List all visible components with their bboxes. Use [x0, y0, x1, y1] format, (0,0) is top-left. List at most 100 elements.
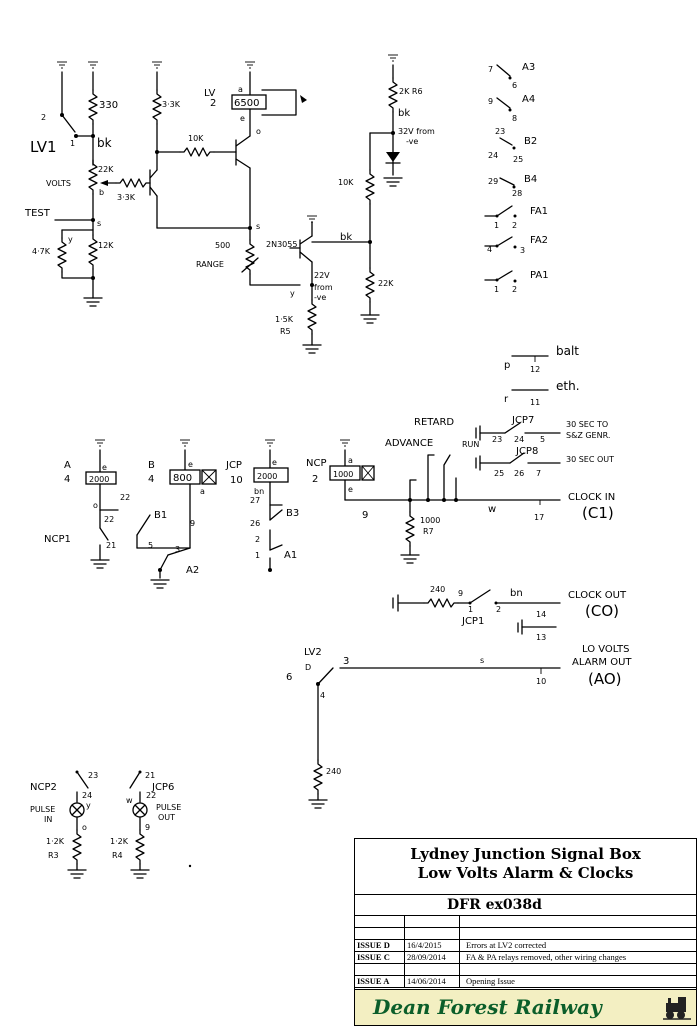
n26-label: 26	[250, 519, 260, 528]
a1-switch-label: A1	[284, 550, 297, 561]
relay-a-o: o	[93, 501, 98, 510]
o-c-label: o	[82, 823, 87, 832]
n9c-label: 9	[458, 589, 463, 598]
r5-label: R5	[280, 327, 291, 336]
revision-issue: ISSUE C	[355, 952, 405, 963]
w2-label: w	[126, 796, 133, 805]
revision-issue: ISSUE D	[355, 940, 405, 951]
n5-label: 5	[148, 541, 153, 550]
test-label: TEST	[24, 208, 51, 219]
run-label: RUN	[462, 440, 479, 449]
b2-label: B2	[524, 136, 537, 147]
n12-label: 12	[530, 365, 540, 374]
r10k-b-label: 10K	[338, 178, 354, 187]
relay-jcp-name: JCP	[225, 460, 242, 471]
lv2-label: LV2	[304, 647, 322, 658]
v32-label: 32V from	[398, 127, 435, 136]
p-label: p	[504, 360, 510, 371]
w-label: w	[488, 504, 496, 515]
y2-label: y	[290, 289, 295, 298]
pa1-label: PA1	[530, 270, 549, 281]
revision-row: ISSUE C 28/09/2014 FA & PA relays remove…	[355, 952, 696, 964]
sec30-b-label: 30 SEC OUT	[566, 455, 614, 464]
ncp1-label: NCP1	[44, 534, 71, 545]
supply-terminals: p 12 balt r 11 eth.	[504, 344, 580, 407]
revision-row: ISSUE A 14/06/2014 Opening Issue	[355, 976, 696, 988]
r22k-b-label: 22K	[378, 279, 394, 288]
n14-label: 14	[536, 610, 546, 619]
jcp8-label: JCP8	[515, 446, 538, 457]
title-line-1: Lydney Junction Signal Box	[410, 845, 641, 863]
a4-n1: 9	[488, 97, 493, 106]
jcp7-label: JCP7	[511, 415, 534, 426]
b2-n3: 25	[513, 155, 523, 164]
y1-label: y	[68, 235, 73, 244]
n21-label: 21	[106, 541, 116, 550]
relay-b-a: a	[200, 487, 205, 496]
lv1-pin1: 1	[70, 139, 75, 148]
n9b-label: 9	[362, 510, 368, 521]
c1-label: (C1)	[582, 504, 614, 522]
n1b-label: 1	[468, 605, 473, 614]
revision-note: Opening Issue	[466, 976, 515, 986]
jcp7-n3: 5	[540, 435, 545, 444]
bk-label-1: bk	[97, 136, 112, 150]
lo-volts-label: LO VOLTS	[582, 644, 629, 655]
volts-label: VOLTS	[46, 179, 71, 188]
v22-ve-label: -ve	[314, 293, 326, 302]
n27-label: 27	[250, 496, 260, 505]
r-label: r	[504, 394, 509, 405]
r500-label: 500	[215, 241, 230, 250]
jcp8-n3: 7	[536, 469, 541, 478]
a4-n2: 8	[512, 114, 517, 123]
detector-circuit: LV 2 a 6500 e o 3·3K 10K s 500 RANGE	[149, 61, 307, 286]
coil-a-label: a	[238, 85, 243, 94]
clock-out-circuit: 240 9 bn 14 JCP1 1 2 13 CLOCK OUT (CO)	[392, 585, 627, 642]
n11-label: 11	[530, 398, 540, 407]
relay-b-value: 800	[173, 473, 192, 484]
revision-date: 16/4/2015	[405, 940, 460, 951]
r33k-a-label: 3·3K	[117, 193, 136, 202]
fa1-n1: 1	[494, 221, 499, 230]
n9d-label: 9	[145, 823, 150, 832]
b2-n1: 23	[495, 127, 505, 136]
advance-label: ADVANCE	[385, 438, 433, 449]
r240b-label: 240	[326, 767, 341, 776]
eth-label: eth.	[556, 379, 580, 393]
n3b-label: 3	[343, 656, 349, 667]
r240a-label: 240	[430, 585, 445, 594]
relay-b-name: B	[148, 460, 155, 471]
v22-from-label: from	[314, 283, 333, 292]
n22c-label: 22	[146, 791, 156, 800]
lo-volts-circuit: LV2 6 D 3 4 s 10 LO VOLTS ALARM OUT (AO)…	[286, 644, 632, 809]
v22-label: 22V	[314, 271, 330, 280]
a3-n2: 6	[512, 81, 517, 90]
relay-ncp-e: e	[348, 485, 353, 494]
b4-label: B4	[524, 174, 537, 185]
clock-out-label: CLOCK OUT	[568, 590, 627, 601]
jcp7-n1: 23	[492, 435, 502, 444]
coil-e-label: e	[240, 114, 245, 123]
title-block: Lydney Junction Signal Box Low Volts Ala…	[354, 838, 697, 1026]
b3-label: B3	[286, 508, 299, 519]
zener-diode-icon	[386, 152, 400, 162]
organisation-name: Dean Forest Railway	[373, 995, 602, 1019]
revision-date: 28/09/2014	[405, 952, 460, 963]
n13-label: 13	[536, 633, 546, 642]
r12k-c-label: 1·2K	[46, 837, 65, 846]
b1-label: B1	[154, 510, 167, 521]
fa2-n2: 3	[520, 246, 525, 255]
drawing-title: Lydney Junction Signal Box Low Volts Ala…	[355, 839, 696, 895]
locomotive-icon	[663, 997, 691, 1020]
pa1-n2: 2	[512, 285, 517, 294]
a2-label: A2	[186, 565, 199, 576]
lamp-icon	[69, 802, 85, 818]
ncp2-label: NCP2	[30, 782, 57, 793]
relay-jcp-e: e	[272, 458, 277, 467]
drawing-reference: DFR ex038d	[355, 895, 696, 916]
pa1-n1: 1	[494, 285, 499, 294]
b2-n2: 24	[488, 151, 498, 160]
n10-label: 10	[536, 677, 546, 686]
bk-label-2: bk	[340, 232, 352, 243]
